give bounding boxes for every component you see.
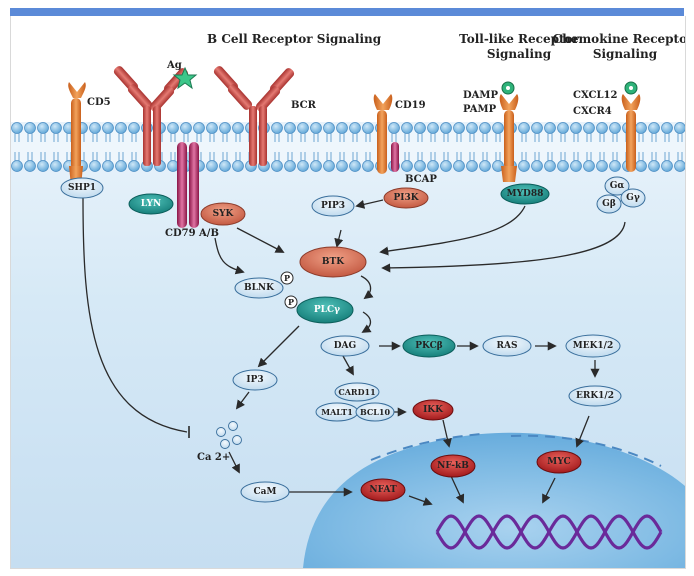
cxcr4-receptor <box>621 94 641 172</box>
node-plcg[interactable]: PLCγ <box>296 296 354 324</box>
top-accent-bar <box>10 8 684 16</box>
svg-text:P: P <box>288 297 294 307</box>
cd19-receptor <box>373 94 399 174</box>
svg-text:Gα: Gα <box>610 181 625 191</box>
nucleus <box>303 432 685 568</box>
bcr-antibody-right <box>213 66 295 166</box>
label-pamp: PAMP <box>463 104 497 115</box>
label-cxcl12: CXCL12 <box>573 90 617 101</box>
nuclear-envelope <box>370 433 482 461</box>
cell-membrane <box>11 122 685 172</box>
svg-text:PLCγ: PLCγ <box>314 305 340 315</box>
svg-text:IP3: IP3 <box>246 375 263 385</box>
svg-text:NF-kB: NF-kB <box>437 461 469 471</box>
bcr-antibody-left <box>113 66 189 166</box>
label-cxcr4: CXCR4 <box>573 106 612 117</box>
node-ggamma[interactable]: Gγ <box>620 188 646 208</box>
svg-text:PI3K: PI3K <box>393 193 419 203</box>
svg-text:BLNK: BLNK <box>244 283 275 293</box>
tlr-receptor <box>499 94 519 182</box>
header-bcr: B Cell Receptor Signaling <box>207 32 382 46</box>
node-ikk[interactable]: IKK <box>412 399 454 421</box>
cxcl12-ligand-dot-icon <box>629 86 633 90</box>
damp-ligand-dot-icon <box>506 86 510 90</box>
node-myd88[interactable]: MYD88 <box>500 183 550 205</box>
svg-text:CARD11: CARD11 <box>338 387 375 397</box>
node-erk[interactable]: ERK1/2 <box>568 385 622 407</box>
svg-text:PKCβ: PKCβ <box>415 341 443 351</box>
node-phospho-1: P <box>280 271 294 285</box>
svg-text:SHP1: SHP1 <box>68 183 96 193</box>
antigen-star-icon <box>172 66 198 90</box>
svg-text:CaM: CaM <box>254 487 277 497</box>
node-bcl10[interactable]: BCL10 <box>355 402 395 422</box>
node-nfat[interactable]: NFAT <box>360 478 406 502</box>
dna-helix-icon <box>435 514 663 550</box>
node-nfkb[interactable]: NF-kB <box>430 454 476 478</box>
label-bcr: BCR <box>291 100 317 111</box>
svg-text:DAG: DAG <box>334 341 356 351</box>
diagram-canvas: B Cell Receptor Signaling Toll-like Rece… <box>10 16 686 569</box>
node-lyn[interactable]: LYN <box>128 193 174 215</box>
header-ckr-1: Chemokine Receptor <box>553 32 685 46</box>
label-bcap: BCAP <box>405 174 437 185</box>
svg-text:PIP3: PIP3 <box>321 201 345 211</box>
node-btk[interactable]: BTK <box>299 246 367 278</box>
svg-text:NFAT: NFAT <box>369 485 397 495</box>
pathway-diagram: B Cell Receptor Signaling Toll-like Rece… <box>11 32 685 568</box>
node-pip3[interactable]: PIP3 <box>311 195 355 217</box>
node-phospho-2: P <box>284 295 298 309</box>
node-blnk[interactable]: BLNK <box>234 277 284 299</box>
label-cd79: CD79 A/B <box>165 228 219 239</box>
svg-text:Gγ: Gγ <box>626 193 640 203</box>
node-myc[interactable]: MYC <box>536 450 582 474</box>
node-galpha[interactable]: Gα <box>604 176 630 196</box>
node-cam[interactable]: CaM <box>240 481 290 503</box>
node-syk[interactable]: SYK <box>200 202 246 226</box>
arrows <box>82 197 626 506</box>
node-mek[interactable]: MEK1/2 <box>565 334 621 358</box>
label-cd19: CD19 <box>395 100 426 111</box>
svg-text:MYC: MYC <box>547 457 570 467</box>
svg-text:BCL10: BCL10 <box>360 407 390 417</box>
header-tlr-2: Signaling <box>487 47 552 61</box>
label-damp: DAMP <box>463 90 499 101</box>
cd79-complex <box>177 142 199 228</box>
svg-text:IKK: IKK <box>423 405 444 415</box>
node-shp1[interactable]: SHP1 <box>60 177 104 199</box>
label-cd5: CD5 <box>87 97 111 108</box>
label-ag: Ag <box>166 60 182 71</box>
node-pi3k[interactable]: PI3K <box>383 187 429 209</box>
svg-text:MALT1: MALT1 <box>321 407 353 417</box>
svg-text:Gβ: Gβ <box>602 199 616 209</box>
calcium-ions <box>216 421 242 449</box>
node-gbeta[interactable]: Gβ <box>596 194 622 214</box>
node-pkcb[interactable]: PKCβ <box>402 334 456 358</box>
svg-text:MYD88: MYD88 <box>507 189 544 199</box>
node-card11[interactable]: CARD11 <box>334 382 380 402</box>
svg-text:SYK: SYK <box>213 209 235 219</box>
header-tlr-1: Toll-like Receptor <box>459 32 579 46</box>
svg-text:LYN: LYN <box>141 199 161 209</box>
header-ckr-2: Signaling <box>593 47 658 61</box>
node-ras[interactable]: RAS <box>482 335 532 357</box>
node-dag[interactable]: DAG <box>320 335 370 357</box>
node-malt1[interactable]: MALT1 <box>315 402 359 422</box>
label-ca: Ca 2+ <box>197 452 230 463</box>
svg-text:BTK: BTK <box>322 257 345 267</box>
node-ip3[interactable]: IP3 <box>232 369 278 391</box>
svg-text:RAS: RAS <box>497 341 518 351</box>
svg-text:P: P <box>284 273 290 283</box>
nuclear-envelope-2 <box>510 434 662 467</box>
svg-text:MEK1/2: MEK1/2 <box>573 341 613 351</box>
svg-text:ERK1/2: ERK1/2 <box>576 391 614 401</box>
